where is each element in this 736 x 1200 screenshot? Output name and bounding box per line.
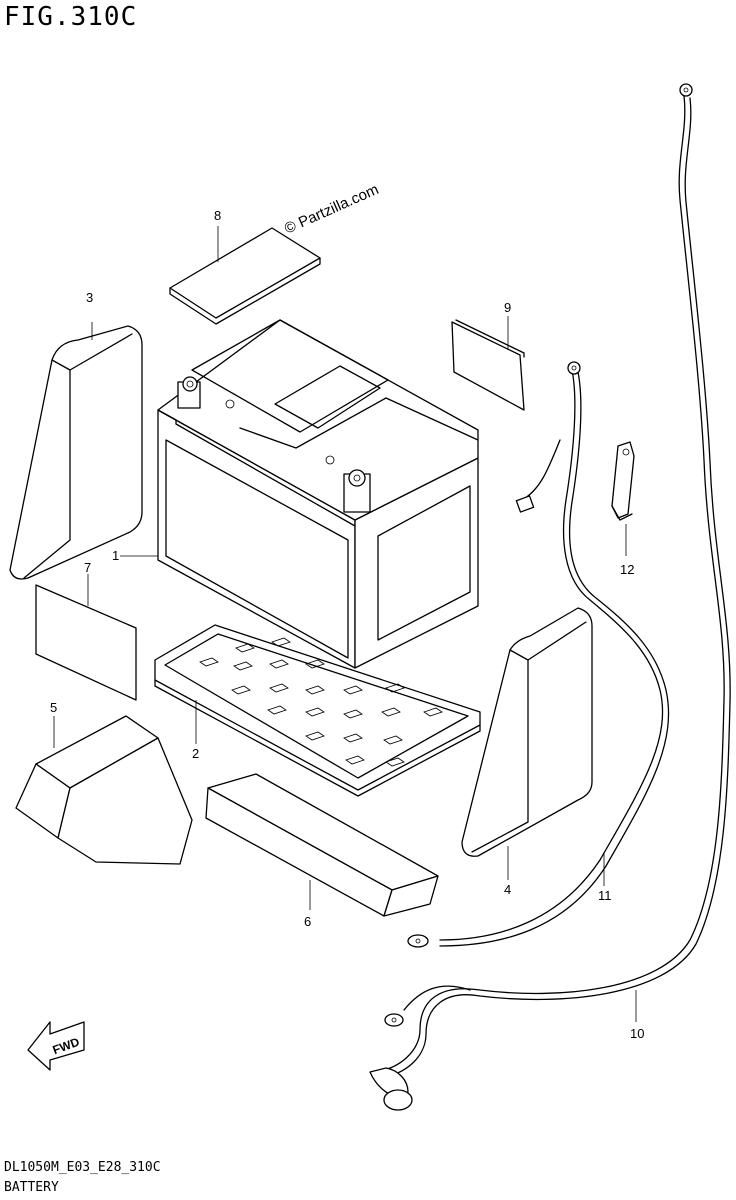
callout-1: 1 [112, 548, 119, 563]
callout-10: 10 [630, 1026, 644, 1041]
part-7-pad[interactable] [35, 574, 137, 701]
callout-5: 5 [50, 700, 57, 715]
callout-12: 12 [620, 562, 634, 577]
part-6-long-pad[interactable] [205, 773, 439, 917]
callout-9: 9 [504, 300, 511, 315]
part-12-clamp[interactable] [611, 441, 635, 556]
callout-6: 6 [304, 914, 311, 929]
part-3-left-pad[interactable] [9, 322, 143, 580]
figure-title: FIG.310C [4, 2, 138, 32]
part-4-right-pad[interactable] [461, 607, 593, 880]
part-5-block[interactable] [15, 715, 193, 865]
callout-7: 7 [84, 560, 91, 575]
part-10-cable[interactable] [369, 83, 731, 1111]
fwd-arrow: FWD [27, 1021, 85, 1071]
part-8-label-sticker[interactable] [169, 226, 321, 325]
model-code: DL1050M_E03_E28_310C [4, 1160, 161, 1175]
callout-4: 4 [504, 882, 511, 897]
callout-11: 11 [598, 888, 612, 903]
part-9-plate[interactable] [451, 316, 525, 411]
part-2-battery-tray[interactable] [0, 624, 481, 797]
callout-8: 8 [214, 208, 221, 223]
section-name: BATTERY [4, 1180, 59, 1195]
part-1-battery[interactable] [120, 319, 479, 669]
callout-3: 3 [86, 290, 93, 305]
tray-slots [199, 637, 443, 767]
callout-2: 2 [192, 746, 199, 761]
part-11-cable[interactable] [407, 361, 670, 948]
